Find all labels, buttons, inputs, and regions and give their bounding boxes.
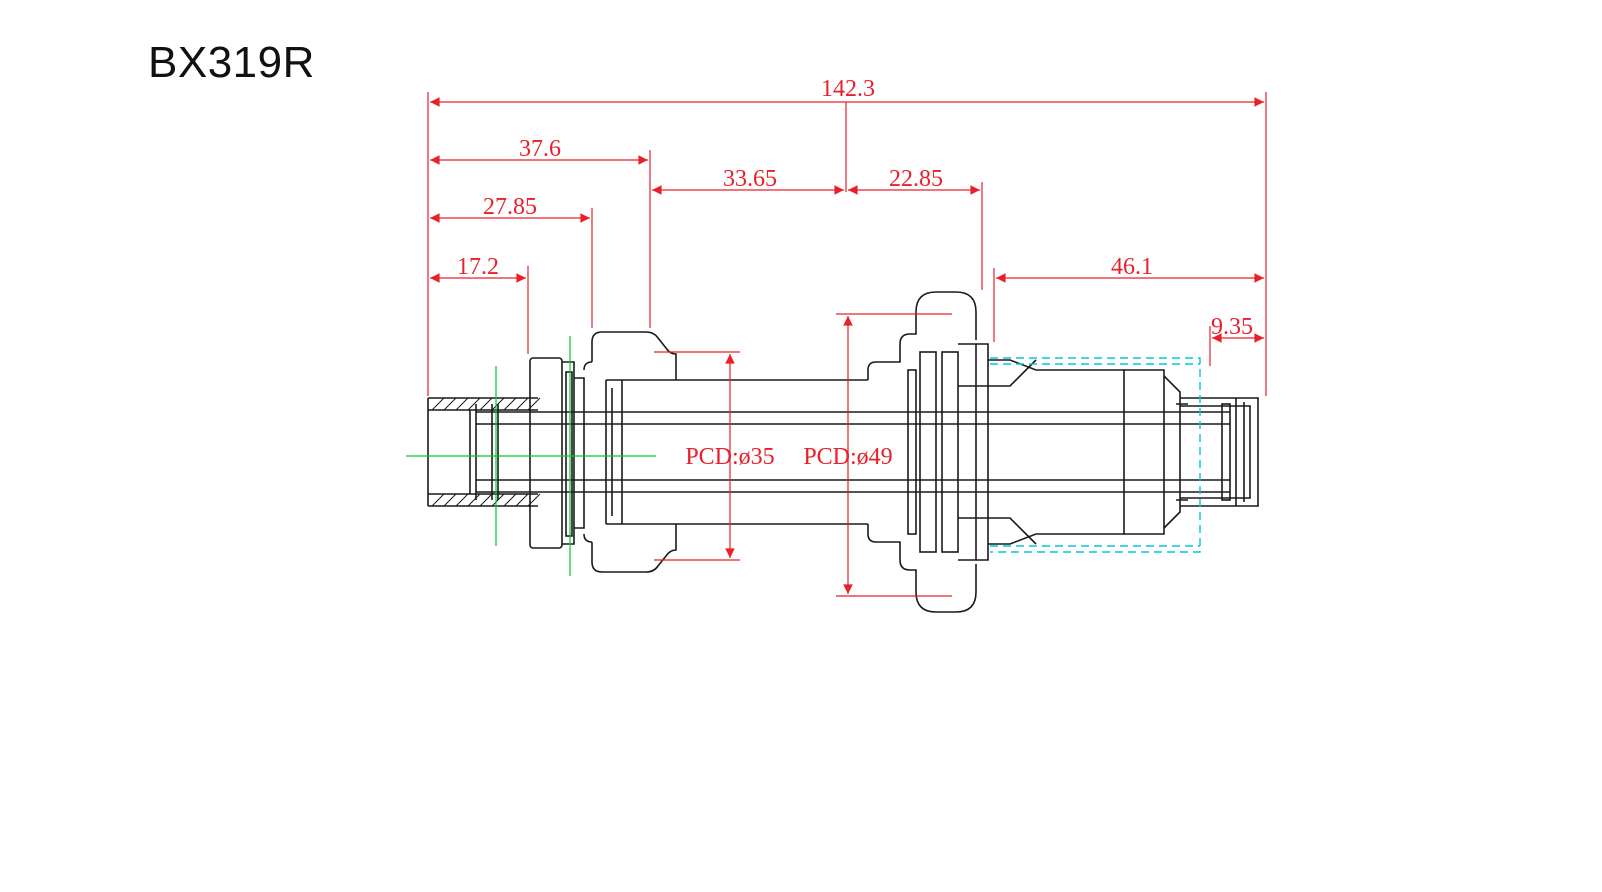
left-body: [591, 331, 868, 573]
dim-label-37-6: 37.6: [519, 136, 561, 162]
hidden-bearing-outline: [990, 357, 1201, 553]
dimension-labels: 142.3 37.6 27.85 17.2 33.65 22.85 46.1 9…: [457, 76, 1253, 470]
pcd-label-35: PCD:ø35: [685, 444, 774, 470]
right-cup: [867, 291, 989, 613]
thread-hatch-top: [431, 397, 541, 411]
drawing-title: BX319R: [148, 38, 315, 87]
left-threaded-end: [427, 397, 541, 507]
thread-hatch-bottom: [431, 493, 541, 507]
dim-label-27-85: 27.85: [483, 194, 537, 220]
right-threaded-end: [1176, 397, 1259, 507]
pcd-label-49: PCD:ø49: [803, 444, 892, 470]
dim-label-33-65: 33.65: [723, 166, 777, 192]
center-shaft: [476, 411, 1230, 493]
dim-label-17-2: 17.2: [457, 254, 499, 280]
dim-label-overall-length: 142.3: [821, 76, 875, 102]
left-cup: [529, 357, 593, 549]
dimension-lines: [427, 92, 1267, 597]
dim-label-22-85: 22.85: [889, 166, 943, 192]
right-body: [988, 359, 1181, 545]
dim-label-9-35: 9.35: [1211, 314, 1253, 340]
center-lines: [406, 336, 656, 576]
part-outline: [427, 291, 1259, 613]
dim-label-46-1: 46.1: [1111, 254, 1153, 280]
